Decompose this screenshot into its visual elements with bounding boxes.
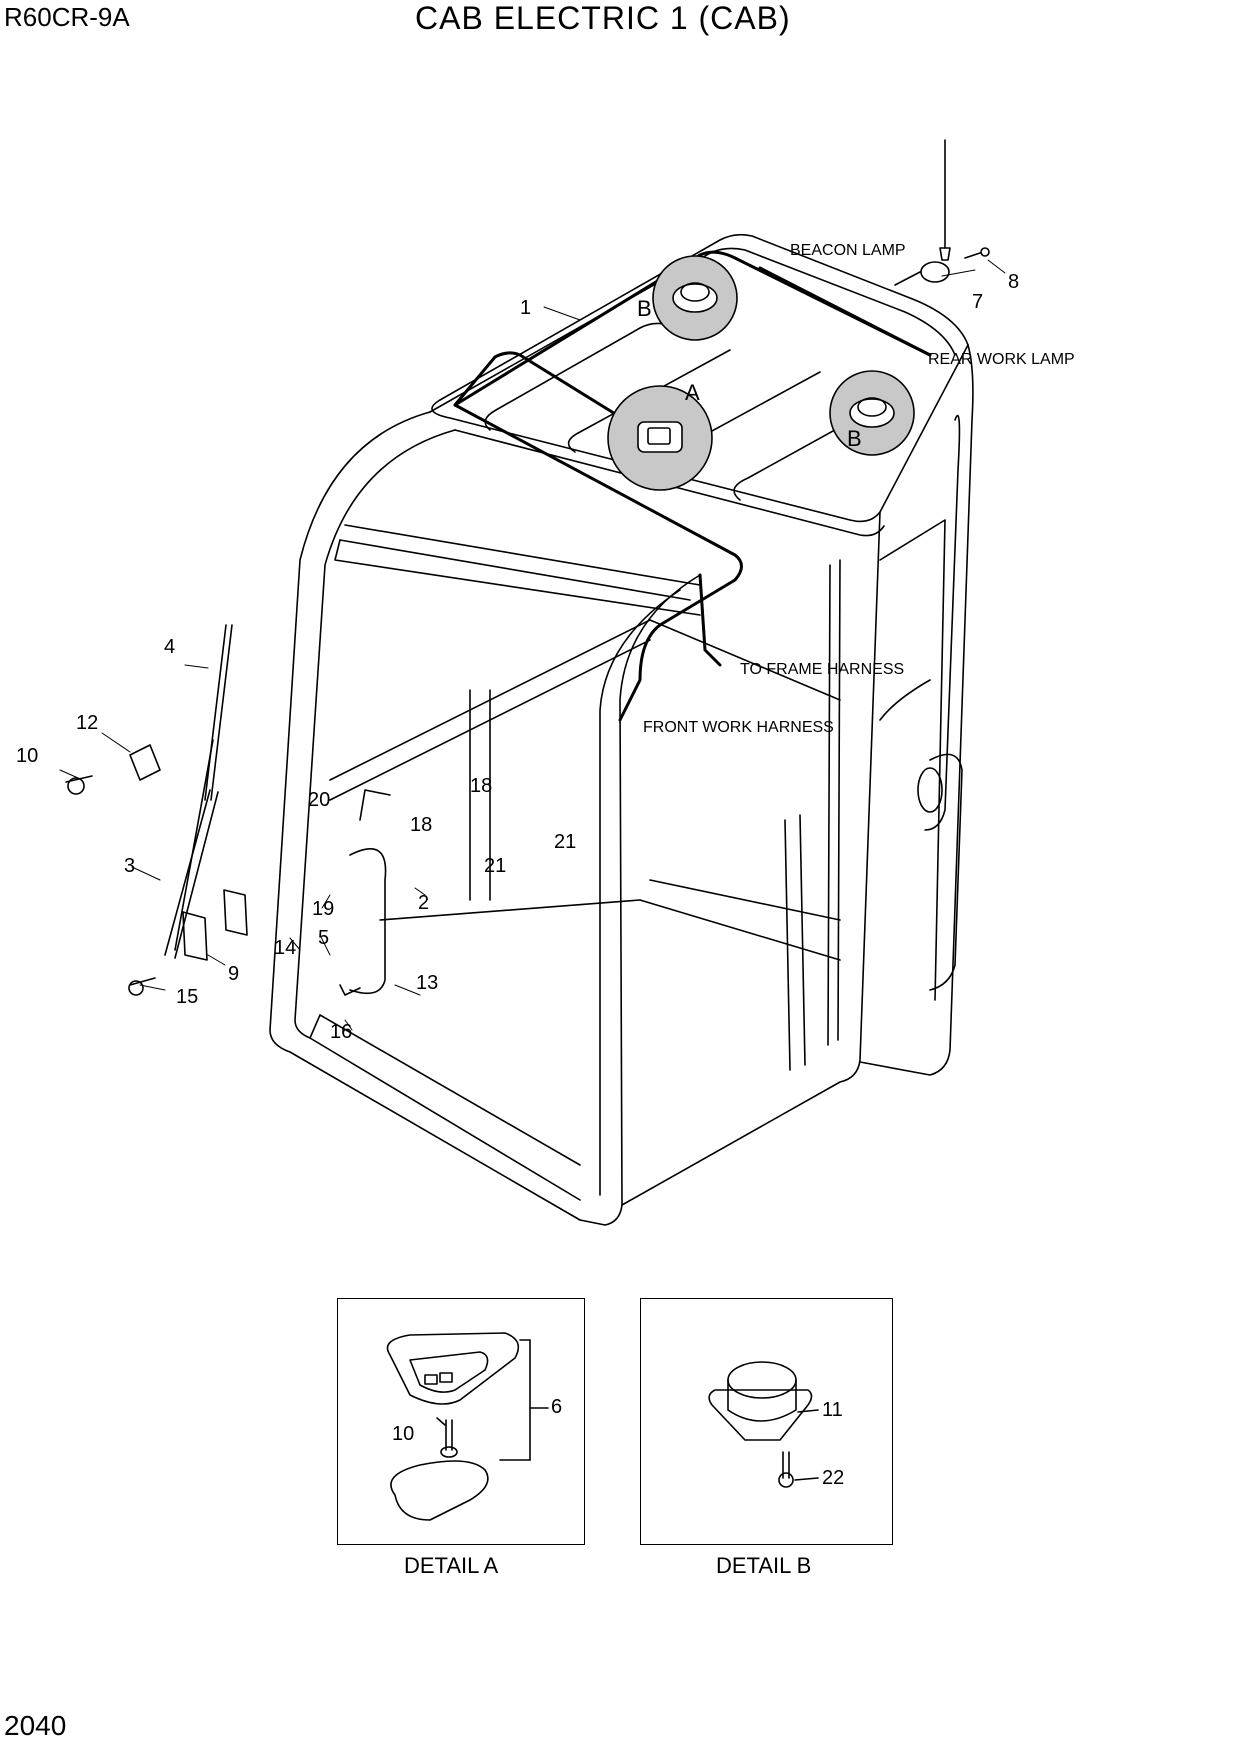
note-frame-harness: TO FRAME HARNESS [740,661,905,678]
callout-3: 3 [124,855,136,877]
detail-b-parts [708,1361,819,1488]
callout-7: 7 [972,291,984,313]
detail-a-callout-10: 10 [392,1423,415,1445]
plate-5 [223,889,248,936]
ref-b-upper: B [637,296,652,321]
callout-10: 10 [16,745,39,767]
callout-5: 5 [318,927,330,949]
note-beacon-lamp: BEACON LAMP [790,242,906,259]
callout-18-lower: 18 [410,814,433,836]
callout-8: 8 [1008,271,1020,293]
callout-20: 20 [308,789,331,811]
cab-frame [269,344,974,1226]
callout-14: 14 [274,937,297,959]
wiper-arm-3 [164,789,219,959]
bracket-9 [182,911,208,961]
note-front-work-harness: FRONT WORK HARNESS [643,719,834,736]
cab-door-right [917,414,963,991]
detail-a-caption: DETAIL A [404,1553,499,1578]
page-title: CAB ELECTRIC 1 (CAB) [415,0,791,36]
antenna-assembly [894,139,990,286]
callout-15: 15 [176,986,199,1008]
callout-21-left: 21 [484,855,507,877]
callout-12: 12 [76,712,99,734]
detail-a-box [337,1298,585,1545]
callout-2: 2 [418,892,430,914]
callout-19: 19 [312,898,335,920]
callout-1: 1 [520,297,532,319]
ref-b-lower: B [847,426,862,451]
ref-a: A [685,380,700,405]
callout-4: 4 [164,636,176,658]
bolt-15 [128,977,156,996]
detail-a-callout-6: 6 [551,1396,563,1418]
model-code: R60CR-9A [4,2,130,32]
callout-9: 9 [228,963,240,985]
callout-16: 16 [330,1021,353,1043]
note-rear-work-lamp: REAR WORK LAMP [928,351,1075,368]
wire-harness-1 [453,250,932,722]
page-number: 2040 [4,1710,67,1741]
callout-13: 13 [416,972,439,994]
bracket-12 [129,744,161,781]
detail-a-parts [386,1332,549,1521]
callout-21-right: 21 [554,831,577,853]
room-lamp-a [607,385,713,491]
detail-b-callout-22: 22 [822,1467,845,1489]
speaker-b-upper [652,255,738,341]
callout-18-upper: 18 [470,775,493,797]
detail-b-callout-11: 11 [822,1399,843,1421]
wiper-blade-4 [174,624,233,951]
detail-b-caption: DETAIL B [716,1553,812,1578]
detail-b-box [640,1298,893,1545]
speaker-b-lower [829,370,915,456]
bolt-10-left [65,775,93,795]
leader-lines [59,259,1006,1031]
harness-13 [339,789,391,996]
